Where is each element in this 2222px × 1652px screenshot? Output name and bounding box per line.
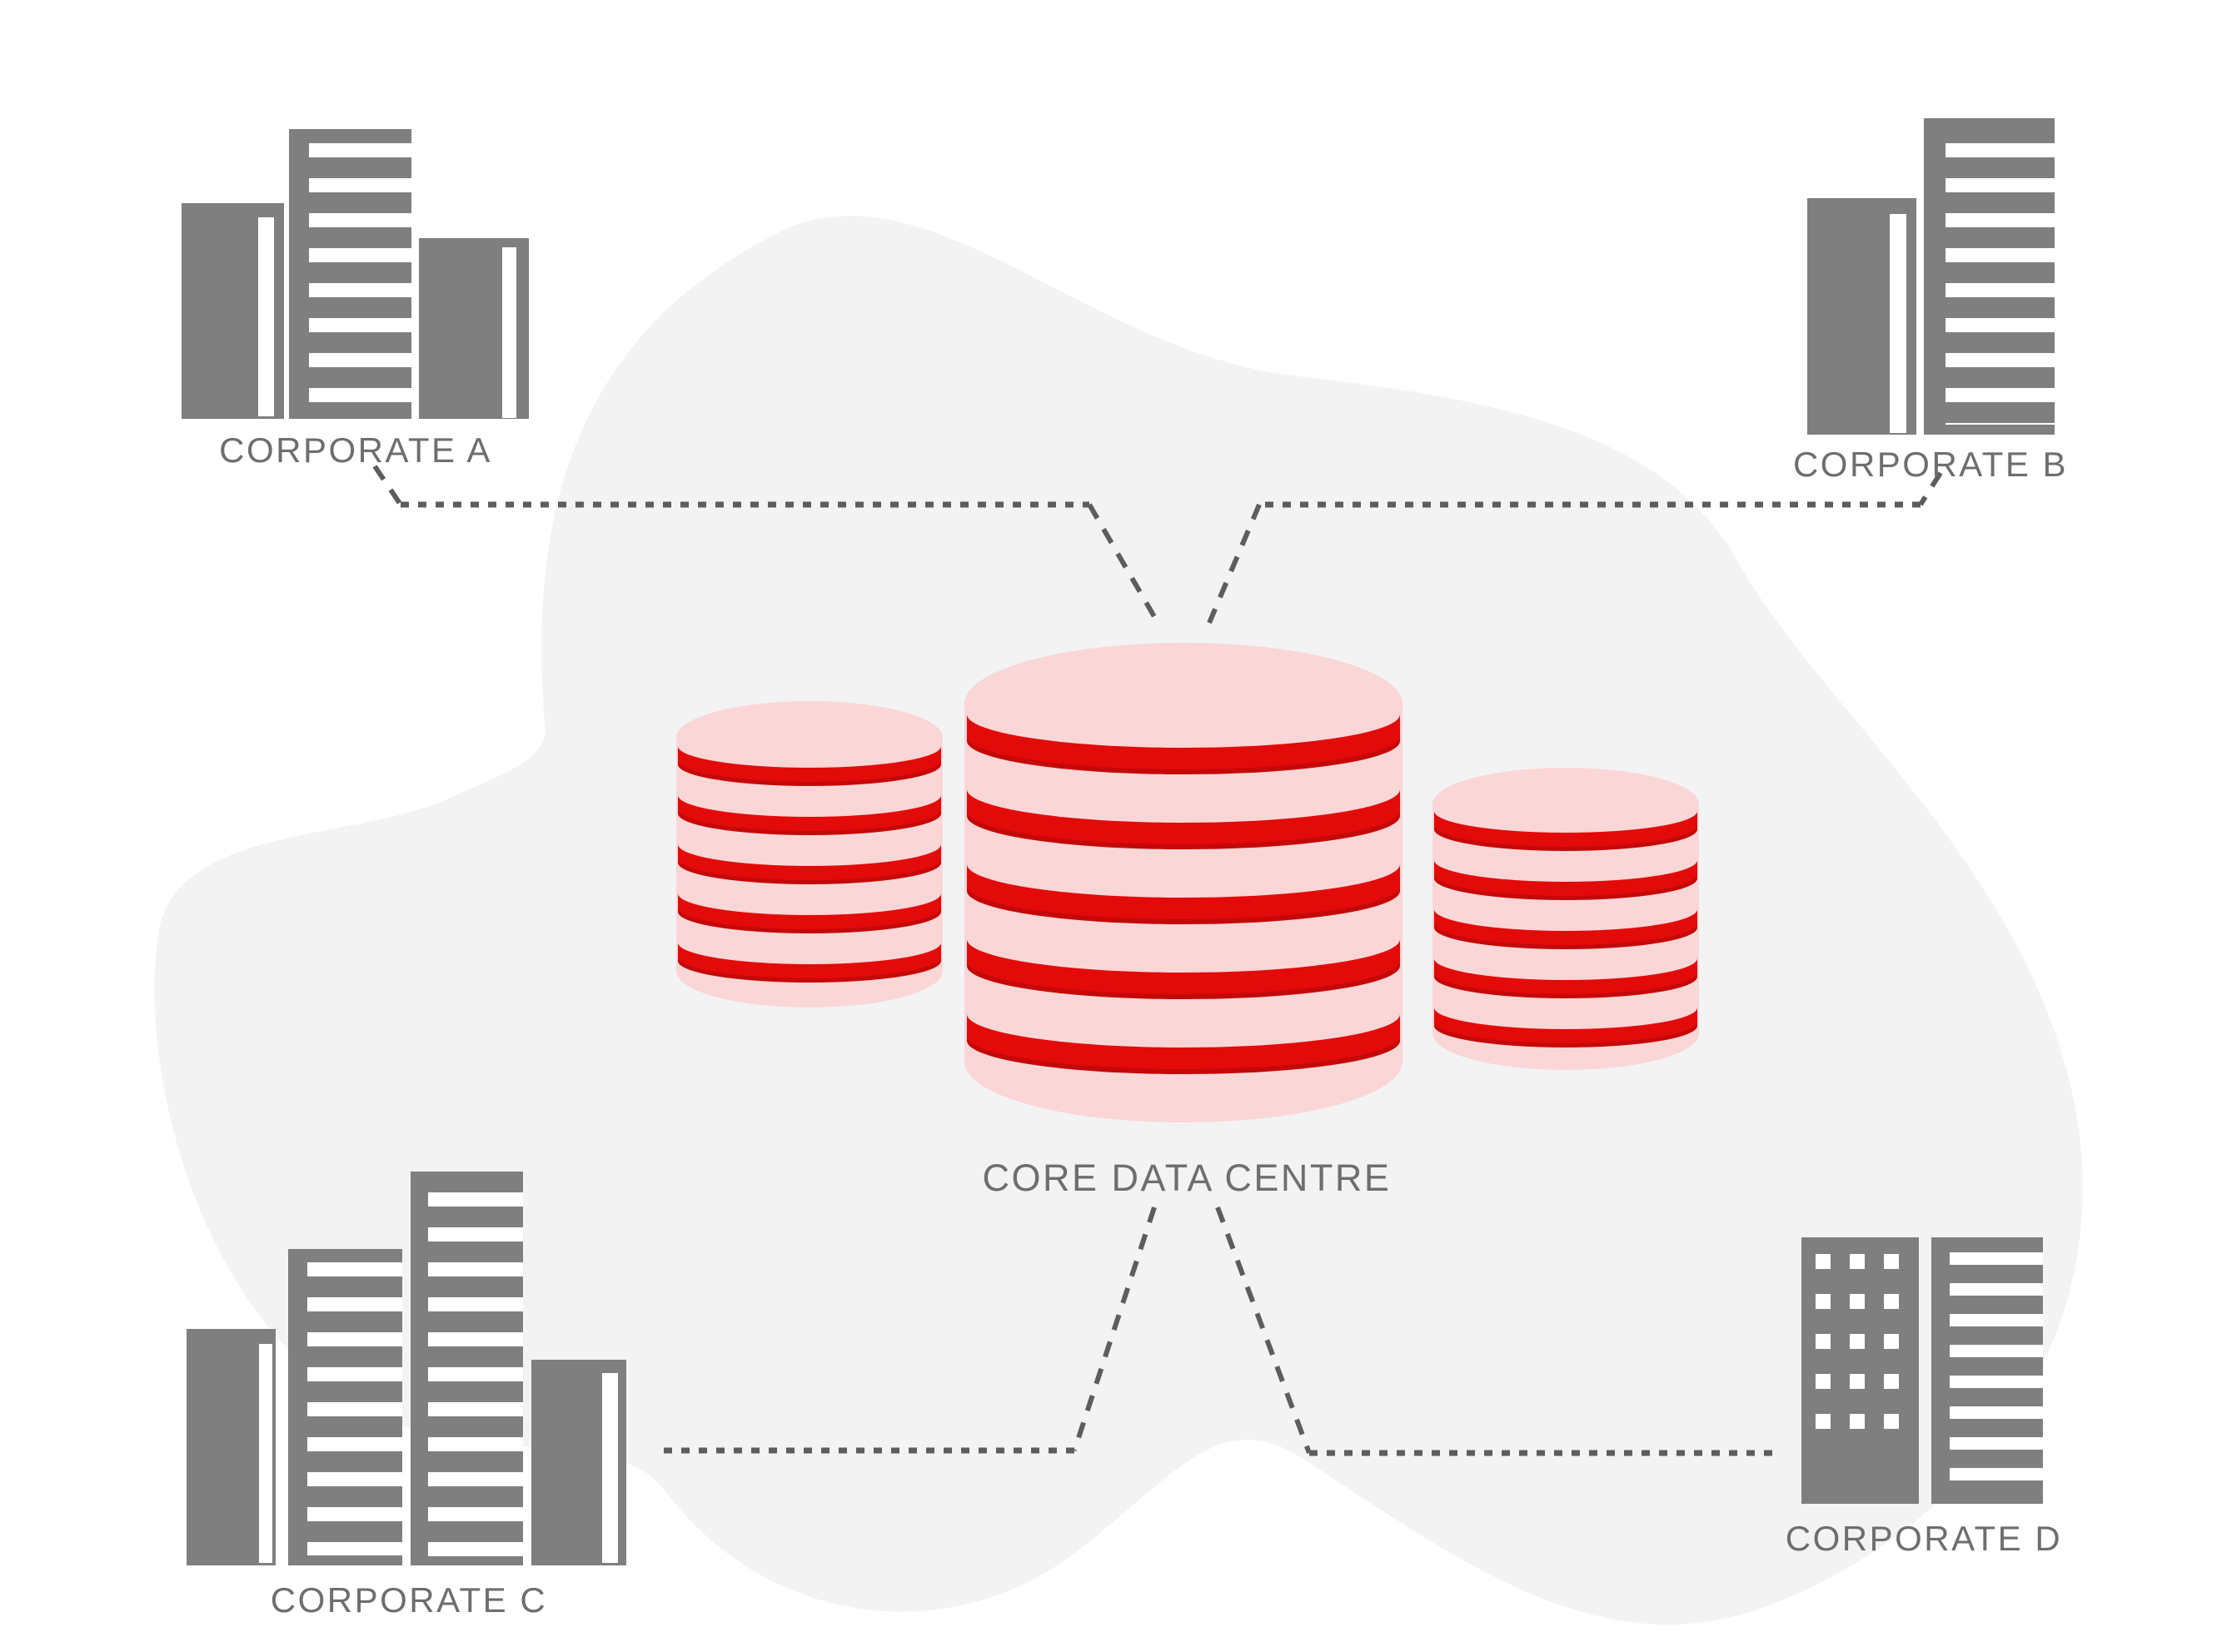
core-data-centre-label: CORE DATA CENTRE bbox=[983, 1157, 1392, 1199]
database-band bbox=[678, 844, 941, 880]
connector-a-core bbox=[372, 465, 1158, 621]
tower-window-column bbox=[602, 1373, 618, 1563]
database-band bbox=[678, 893, 941, 929]
connector-b-core bbox=[1207, 471, 1943, 624]
connector-segment bbox=[1207, 503, 1262, 624]
corporate-b-label: CORPORATE B bbox=[1793, 445, 2068, 484]
corporate-c-label: CORPORATE C bbox=[271, 1580, 547, 1620]
tower-stripes bbox=[309, 142, 411, 414]
tower-window-column bbox=[259, 1344, 272, 1563]
corporate-a-building-icon bbox=[182, 129, 529, 419]
database-band bbox=[1434, 1008, 1697, 1043]
database-band bbox=[1434, 909, 1697, 945]
corporate-b-building-icon bbox=[1807, 118, 2055, 435]
connector-segment bbox=[1918, 471, 1943, 506]
database-band bbox=[967, 939, 1400, 994]
tower-stripes bbox=[1945, 132, 2055, 425]
corporate-d-label: CORPORATE D bbox=[1786, 1519, 2062, 1558]
tower-stripes bbox=[428, 1186, 523, 1559]
database-icon-center bbox=[964, 643, 1402, 1122]
tower-window-column bbox=[258, 217, 274, 416]
tower-window-column bbox=[1890, 214, 1906, 433]
database-icon-left bbox=[676, 701, 943, 1008]
tower-stripes bbox=[1950, 1252, 2043, 1490]
connector-segment bbox=[1215, 1206, 1312, 1455]
database-band bbox=[967, 789, 1400, 844]
corporate-a-label: CORPORATE A bbox=[219, 430, 492, 470]
connector-d-core bbox=[1215, 1206, 1781, 1456]
database-band bbox=[678, 795, 941, 831]
database-band bbox=[678, 943, 941, 978]
database-icon-right bbox=[1432, 768, 1699, 1070]
corporate-c-building-icon bbox=[187, 1172, 626, 1565]
tower-window-column bbox=[502, 247, 516, 418]
tower-stripes bbox=[307, 1262, 402, 1555]
database-band bbox=[1434, 811, 1697, 847]
corporate-d-building-icon bbox=[1801, 1237, 2043, 1504]
database-band bbox=[1434, 860, 1697, 896]
database-band bbox=[678, 746, 941, 782]
database-band bbox=[967, 1014, 1400, 1069]
connector-segment bbox=[1072, 1207, 1157, 1451]
connector-c-core bbox=[660, 1207, 1157, 1454]
database-band bbox=[967, 864, 1400, 919]
database-band bbox=[1434, 958, 1697, 994]
connector-segment bbox=[1087, 503, 1158, 621]
database-band bbox=[967, 714, 1400, 769]
connector-segment bbox=[372, 465, 403, 506]
tower-windows-grid bbox=[1816, 1254, 1907, 1434]
